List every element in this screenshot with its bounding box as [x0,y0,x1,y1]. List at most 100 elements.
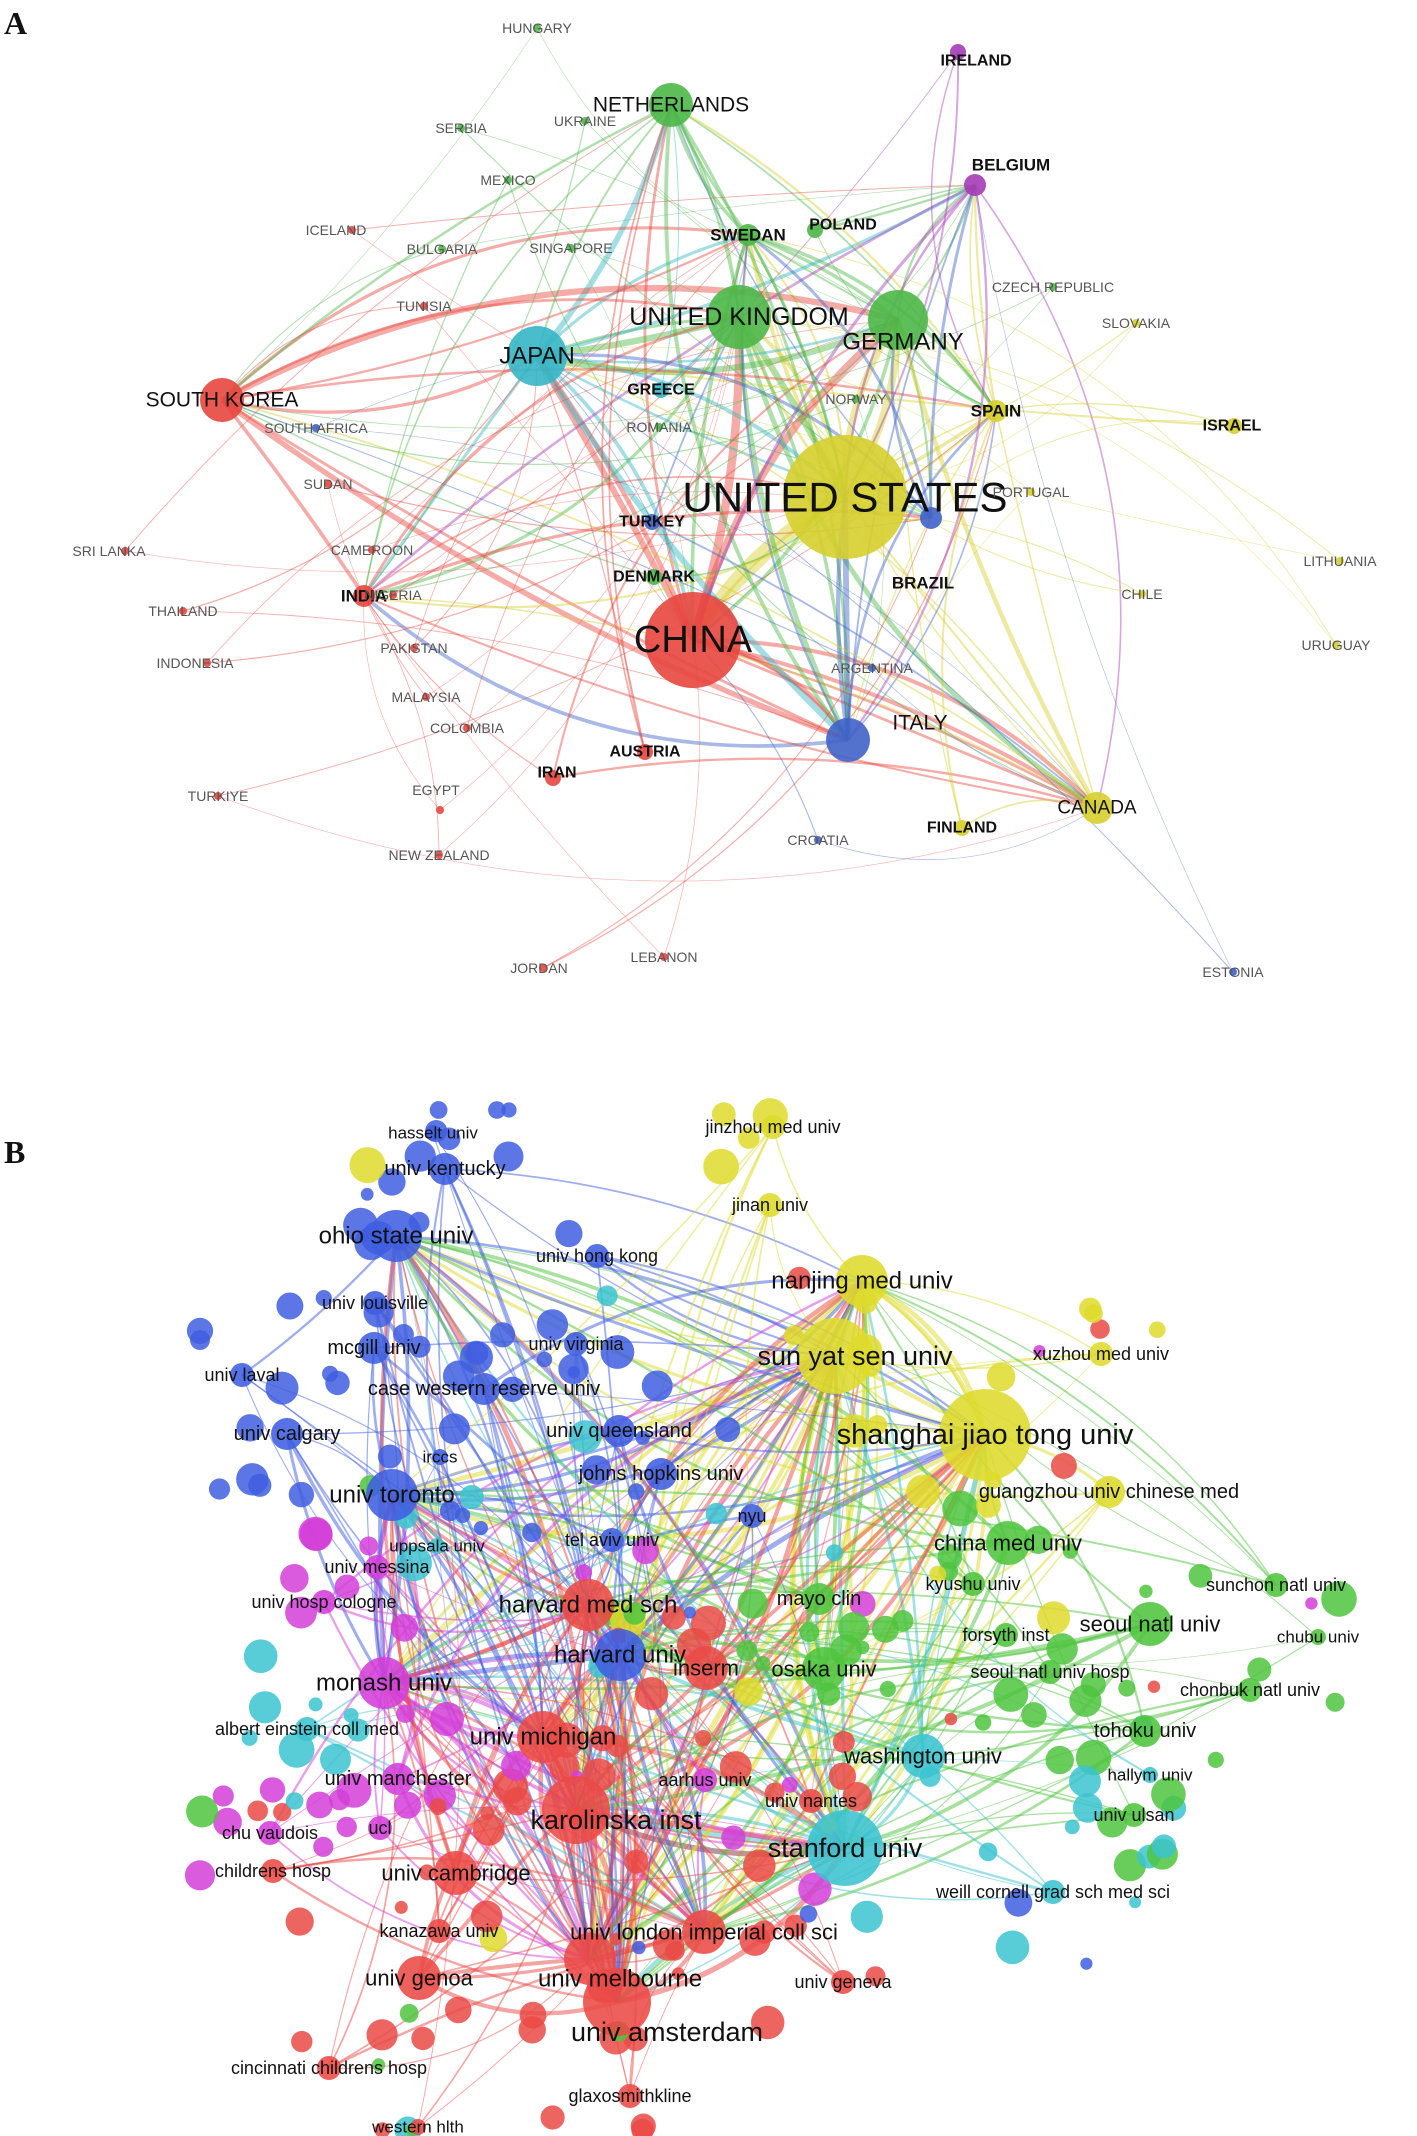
a-node-south-korea[interactable] [200,378,244,422]
b-node-ircs[interactable] [432,1449,448,1465]
a-node-south-africa[interactable] [312,424,320,432]
a-node-israel[interactable] [1226,418,1242,434]
b-node-case-western-reserve-univ[interactable] [468,1373,500,1405]
b-node-harvard-med-sch[interactable] [562,1579,614,1631]
a-node-united-kingdom[interactable] [707,285,771,349]
b-node-weill-cornell-grad-sch-med-sci[interactable] [1041,1880,1065,1904]
a-node-slovakia[interactable] [1132,319,1140,327]
a-node-canada[interactable] [1081,792,1113,824]
a-node-cameroon[interactable] [368,546,376,554]
a-node-belgium[interactable] [964,174,986,196]
b-node-univ-louisville[interactable] [363,1291,387,1315]
a-node-portugal[interactable] [1027,488,1035,496]
b-node-kyushu-univ[interactable] [961,1572,985,1596]
a-node-egypt[interactable] [436,806,444,814]
a-node-lithuania[interactable] [1336,557,1344,565]
a-node-poland[interactable] [807,222,823,238]
a-node-czech-republic[interactable] [1049,283,1057,291]
b-node-tohoku-univ[interactable] [1129,1715,1161,1747]
b-node-univ-cambridge[interactable] [434,1851,478,1895]
b-node-univ-kentucky[interactable] [429,1153,461,1185]
b-node-kanazawa-univ[interactable] [427,1919,451,1943]
b-node-harvard-univ[interactable] [594,1629,646,1681]
a-node-iran[interactable] [545,770,561,786]
b-node-aarhus-univ[interactable] [693,1768,717,1792]
b-node-nanjing-med-univ[interactable] [836,1255,888,1307]
a-node-sri-lanka[interactable] [121,547,129,555]
a-node-bulgaria[interactable] [438,245,446,253]
a-node-tunisia[interactable] [420,302,428,310]
b-node-jinan-univ[interactable] [758,1193,782,1217]
a-node-netherlands[interactable] [649,83,693,127]
b-node-univ-queensland[interactable] [603,1415,635,1447]
a-node-greece[interactable] [653,382,669,398]
b-node-mcgill-univ[interactable] [358,1332,390,1364]
a-node-pakistan[interactable] [410,644,418,652]
b-node-tel-aviv-univ[interactable] [600,1528,624,1552]
b-node-sunchon-natl-univ[interactable] [1264,1573,1288,1597]
b-node-univ-amsterdam[interactable] [583,1968,651,2036]
a-node-turkey[interactable] [644,514,660,530]
b-node-hallym-univ[interactable] [1142,1767,1158,1783]
b-node-western-hlth[interactable] [410,2119,426,2135]
b-node-univ-hosp-cologne[interactable] [312,1590,336,1614]
b-node-inserm[interactable] [684,1646,728,1690]
b-node-uppsala-univ[interactable] [429,1538,445,1554]
a-node-uruguay[interactable] [1332,641,1340,649]
b-node-stanford-univ[interactable] [807,1810,883,1886]
b-node-univ-virginia[interactable] [564,1332,588,1356]
a-node-norway[interactable] [852,395,860,403]
a-node-mexico[interactable] [504,176,512,184]
b-node-forsyth-inst[interactable] [994,1623,1018,1647]
a-node-spain[interactable] [985,400,1007,422]
a-node-united-states[interactable] [783,435,907,559]
a-node-china[interactable] [645,592,741,688]
a-node-sweden[interactable] [737,224,759,246]
a-node-nigeria[interactable] [389,591,397,599]
b-node-shanghai-jiao-tong-univ[interactable] [939,1389,1031,1481]
a-node-india[interactable] [353,585,375,607]
b-node-sun-yat-sen-univ[interactable] [797,1318,873,1394]
a-node-ireland[interactable] [950,44,966,60]
b-node-jinzhou-med-univ[interactable] [761,1115,785,1139]
b-node-univ-calgary[interactable] [271,1418,303,1450]
b-node-univ-messina[interactable] [365,1555,389,1579]
a-node-turkiye[interactable] [214,792,222,800]
b-node-karolinska-inst[interactable] [542,1776,610,1844]
a-node-ukraine[interactable] [581,117,589,125]
b-node-chu-vaudois[interactable] [258,1821,282,1845]
b-node-mayo-clin[interactable] [803,1583,835,1615]
a-node-iceland[interactable] [348,226,356,234]
b-node-glaxosmithkline[interactable] [618,2084,642,2108]
a-node-croatia[interactable] [814,836,822,844]
a-node-denmark[interactable] [646,569,662,585]
b-node-univ-hong-kong[interactable] [585,1244,609,1268]
b-node-univ-genoa[interactable] [397,1956,441,2000]
b-node-china-med-univ[interactable] [986,1521,1030,1565]
a-node-indonesia[interactable] [203,659,211,667]
a-node-singapore[interactable] [567,244,575,252]
a-node-sudan[interactable] [324,480,332,488]
b-node-univ-toronto[interactable] [366,1469,418,1521]
b-node-univ-laval[interactable] [230,1363,254,1387]
a-node-romania[interactable] [655,423,663,431]
b-node-guangzhou-univ-chinese-med[interactable] [1093,1476,1125,1508]
b-node-univ-ulsan[interactable] [1122,1803,1146,1827]
b-node-univ-london-imperial-coll-sci[interactable] [682,1910,726,1954]
b-node-nyu[interactable] [740,1504,764,1528]
a-node-brazil[interactable] [920,507,942,529]
b-node-univ-geneva[interactable] [831,1970,855,1994]
b-node-johns-hopkins-univ[interactable] [645,1458,677,1490]
a-node-germany[interactable] [868,290,928,350]
b-node-albert-einstein-coll-med[interactable] [295,1717,319,1741]
a-node-argentina[interactable] [868,664,876,672]
a-node-japan[interactable] [507,326,567,386]
a-node-estonia[interactable] [1229,968,1237,976]
b-node-univ-manchester[interactable] [382,1763,414,1795]
b-node-seoul-natl-univ-hosp[interactable] [1038,1660,1062,1684]
a-node-chile[interactable] [1138,590,1146,598]
a-node-colombia[interactable] [463,724,471,732]
b-node-ucl[interactable] [368,1816,392,1840]
b-node-xuzhou-med-univ[interactable] [1089,1342,1113,1366]
a-node-austria[interactable] [637,744,653,760]
